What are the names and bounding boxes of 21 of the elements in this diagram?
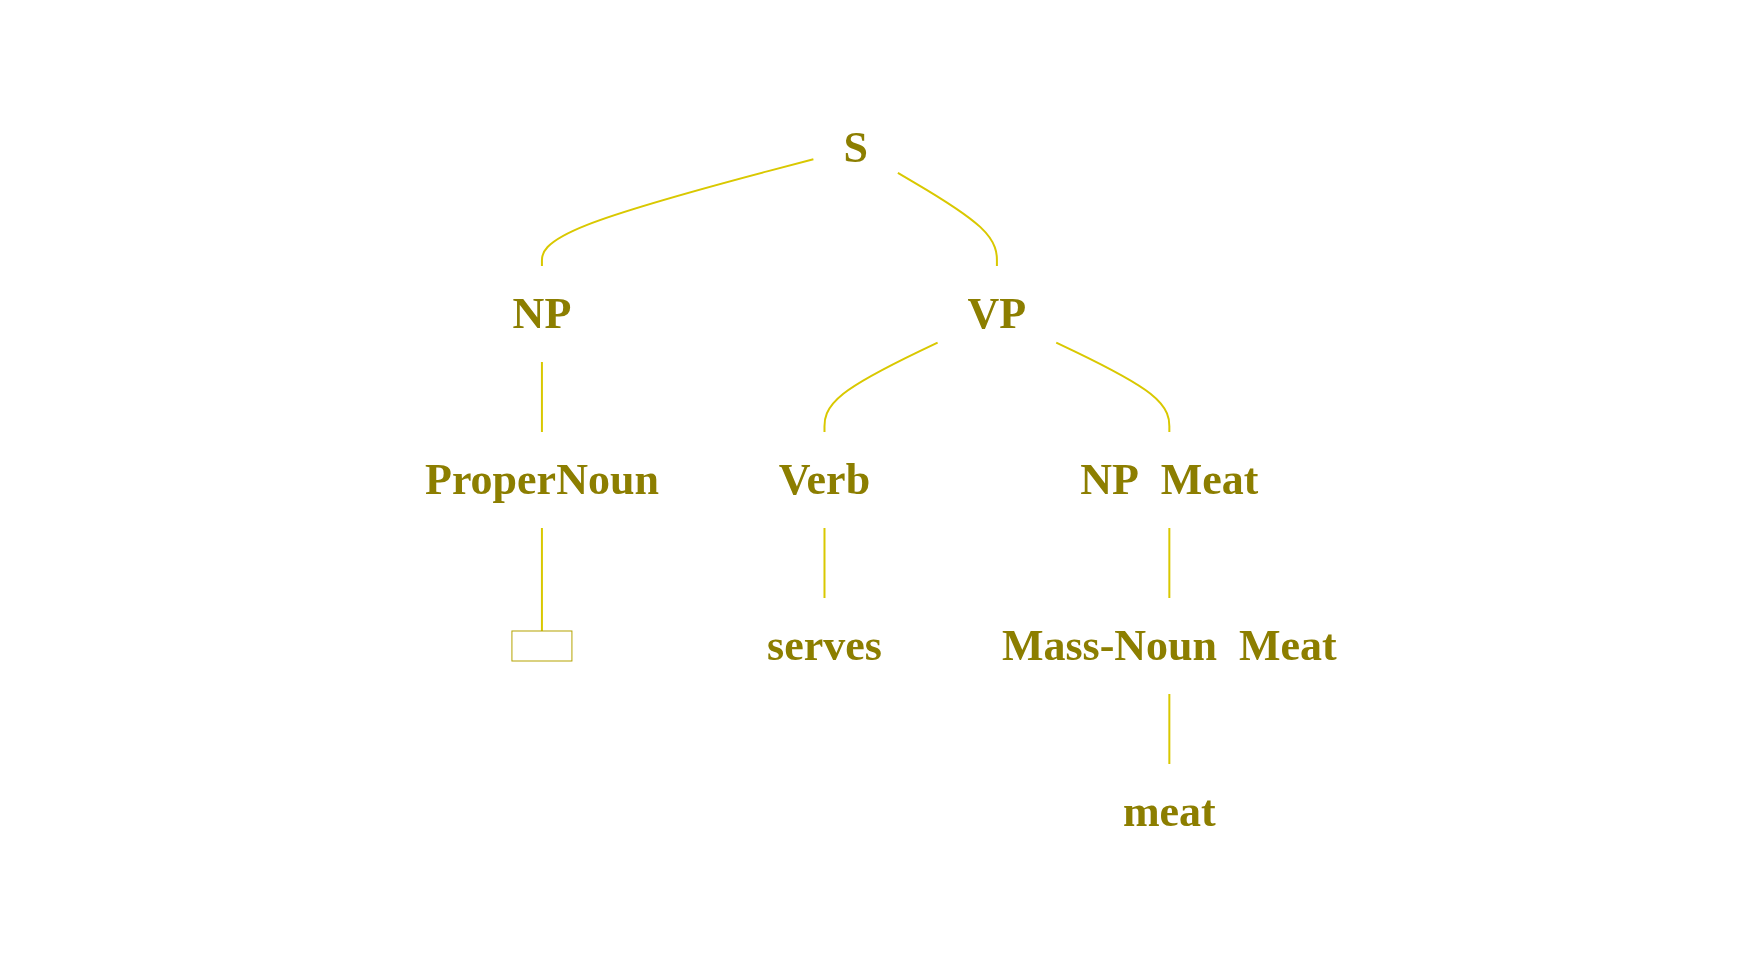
connector — [896, 171, 998, 267]
node-label: Meat — [1160, 455, 1259, 504]
node-label: Meat — [1238, 621, 1337, 670]
node-text: ProperNoun — [424, 455, 659, 504]
node-text: S — [843, 123, 868, 172]
connector — [1167, 693, 1170, 765]
connector — [1054, 341, 1170, 433]
connector — [823, 527, 826, 599]
connector — [540, 158, 814, 267]
node-text: meat — [1122, 787, 1216, 836]
node-text: Mass-Noun — [1001, 621, 1217, 670]
node-box — [511, 630, 573, 662]
connector — [540, 361, 543, 433]
connector — [1167, 527, 1170, 599]
node-text: Verb — [778, 455, 870, 504]
connector — [540, 527, 543, 632]
node-text: NP — [512, 289, 571, 338]
node-text: VP — [967, 289, 1026, 338]
node-text: serves — [766, 621, 882, 670]
node-text: NP — [1079, 455, 1139, 504]
connector — [823, 341, 939, 433]
